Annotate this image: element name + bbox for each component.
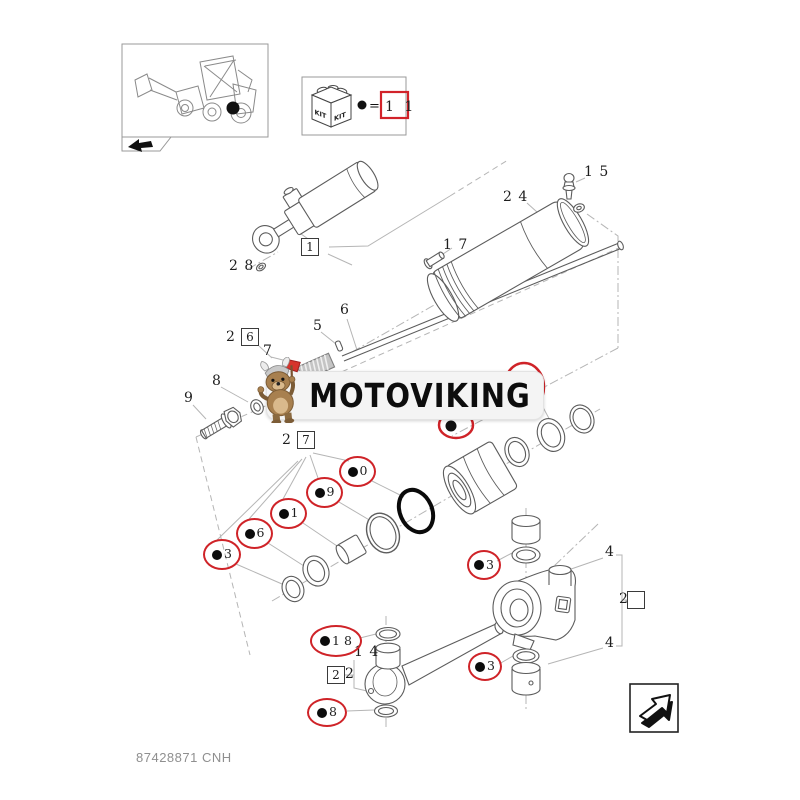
label-6: 6 — [340, 302, 350, 318]
kit-dot-icon — [320, 636, 331, 646]
viking-mascot-icon — [257, 357, 301, 423]
kit-number: 1 1 — [385, 99, 416, 115]
label-22-boxed: 2 — [327, 666, 345, 684]
seal-ring-g-drawing — [504, 436, 530, 468]
cylinder-assembly-drawing — [252, 160, 379, 254]
label-2-swivel: 2 — [619, 591, 629, 607]
bolt-drawing — [199, 406, 243, 440]
label-15: 1 5 — [584, 164, 610, 180]
swivel-body-assembly-drawing — [492, 514, 577, 696]
piston-drawing — [442, 441, 518, 515]
label-26-prefix: 2 — [226, 329, 236, 345]
label-26-boxed: 6 — [241, 328, 259, 346]
spacer-drawing — [335, 534, 367, 565]
kit-dot-icon — [314, 487, 325, 498]
seal-ring-i-drawing — [569, 404, 595, 434]
prev-page-arrow-icon — [128, 139, 153, 152]
seal-ring-b-drawing — [302, 555, 330, 587]
label-1-boxed: 1 — [301, 238, 319, 256]
label-8: 8 — [212, 373, 222, 389]
next-page-arrow-box — [629, 683, 679, 733]
kit-callout-16: 6 — [236, 518, 273, 549]
tube-pin-hole-drawing — [573, 203, 585, 213]
kit-callout-21: 1 — [270, 498, 307, 529]
kit-legend-box: KIT KIT = 1 1 — [301, 76, 416, 136]
kit-box-icon — [310, 85, 353, 128]
pin-drawing — [334, 340, 344, 352]
kit-dot-symbol — [357, 100, 367, 110]
watermark-banner: MOTOVIKING — [266, 371, 544, 420]
seal-ring-h-drawing — [536, 418, 566, 452]
kit-callout-8: 8 — [307, 698, 347, 727]
oring-black-drawing — [396, 487, 436, 535]
label-24: 2 4 — [503, 189, 529, 205]
kit-callout-19: 9 — [306, 477, 343, 508]
kit-dot-icon — [347, 466, 358, 477]
kit-dot-icon — [474, 560, 485, 570]
machine-thumbnail-box — [121, 43, 269, 152]
backup-ring-drawing — [365, 512, 401, 554]
grease-fitting-drawing — [562, 172, 576, 200]
backhoe-loader-icon — [134, 55, 257, 124]
link-oring-upper-drawing — [375, 626, 401, 642]
label-27-prefix: 2 — [282, 432, 292, 448]
label-4-lower: 4 — [605, 635, 615, 651]
link-oring-lower-drawing — [373, 704, 399, 718]
kit-dot-icon — [317, 707, 328, 718]
kit-equals-sign: = — [369, 99, 380, 114]
drawing-number: 87428871 CNH — [136, 750, 232, 765]
label-17: 1 7 — [443, 237, 469, 253]
kit-callout-23-upper: 3 — [467, 550, 501, 580]
kit-dot-icon — [244, 528, 255, 539]
label-22-suffix: 2 — [345, 666, 355, 682]
label-14: 1 4 — [354, 644, 380, 660]
kit-dot-icon — [278, 508, 289, 519]
label-2-swivel-box — [627, 591, 645, 609]
kit-callout-10: 0 — [339, 456, 376, 487]
label-4-upper: 4 — [605, 544, 615, 560]
oring-28-drawing — [255, 262, 267, 272]
link-bushing-drawing — [375, 642, 401, 670]
label-7: 7 — [263, 343, 273, 359]
screw-drawing — [423, 251, 445, 270]
kit-callout-18: 1 8 — [310, 625, 362, 657]
label-28: 2 8 — [229, 258, 255, 274]
label-9: 9 — [184, 390, 194, 406]
kit-number-red-box — [379, 90, 410, 120]
kit-callout-13: 3 — [203, 539, 241, 570]
kit-callout-23-lower: 3 — [468, 652, 502, 681]
label-5: 5 — [313, 318, 323, 334]
kit-dot-icon — [475, 661, 486, 672]
watermark-text: MOTOVIKING — [309, 376, 531, 415]
small-seal-ring-drawing — [250, 399, 264, 415]
label-27-boxed: 7 — [297, 431, 315, 449]
kit-dot-icon — [212, 549, 223, 560]
seal-ring-a-drawing — [281, 575, 305, 603]
cylinder-tube-drawing — [426, 198, 590, 322]
